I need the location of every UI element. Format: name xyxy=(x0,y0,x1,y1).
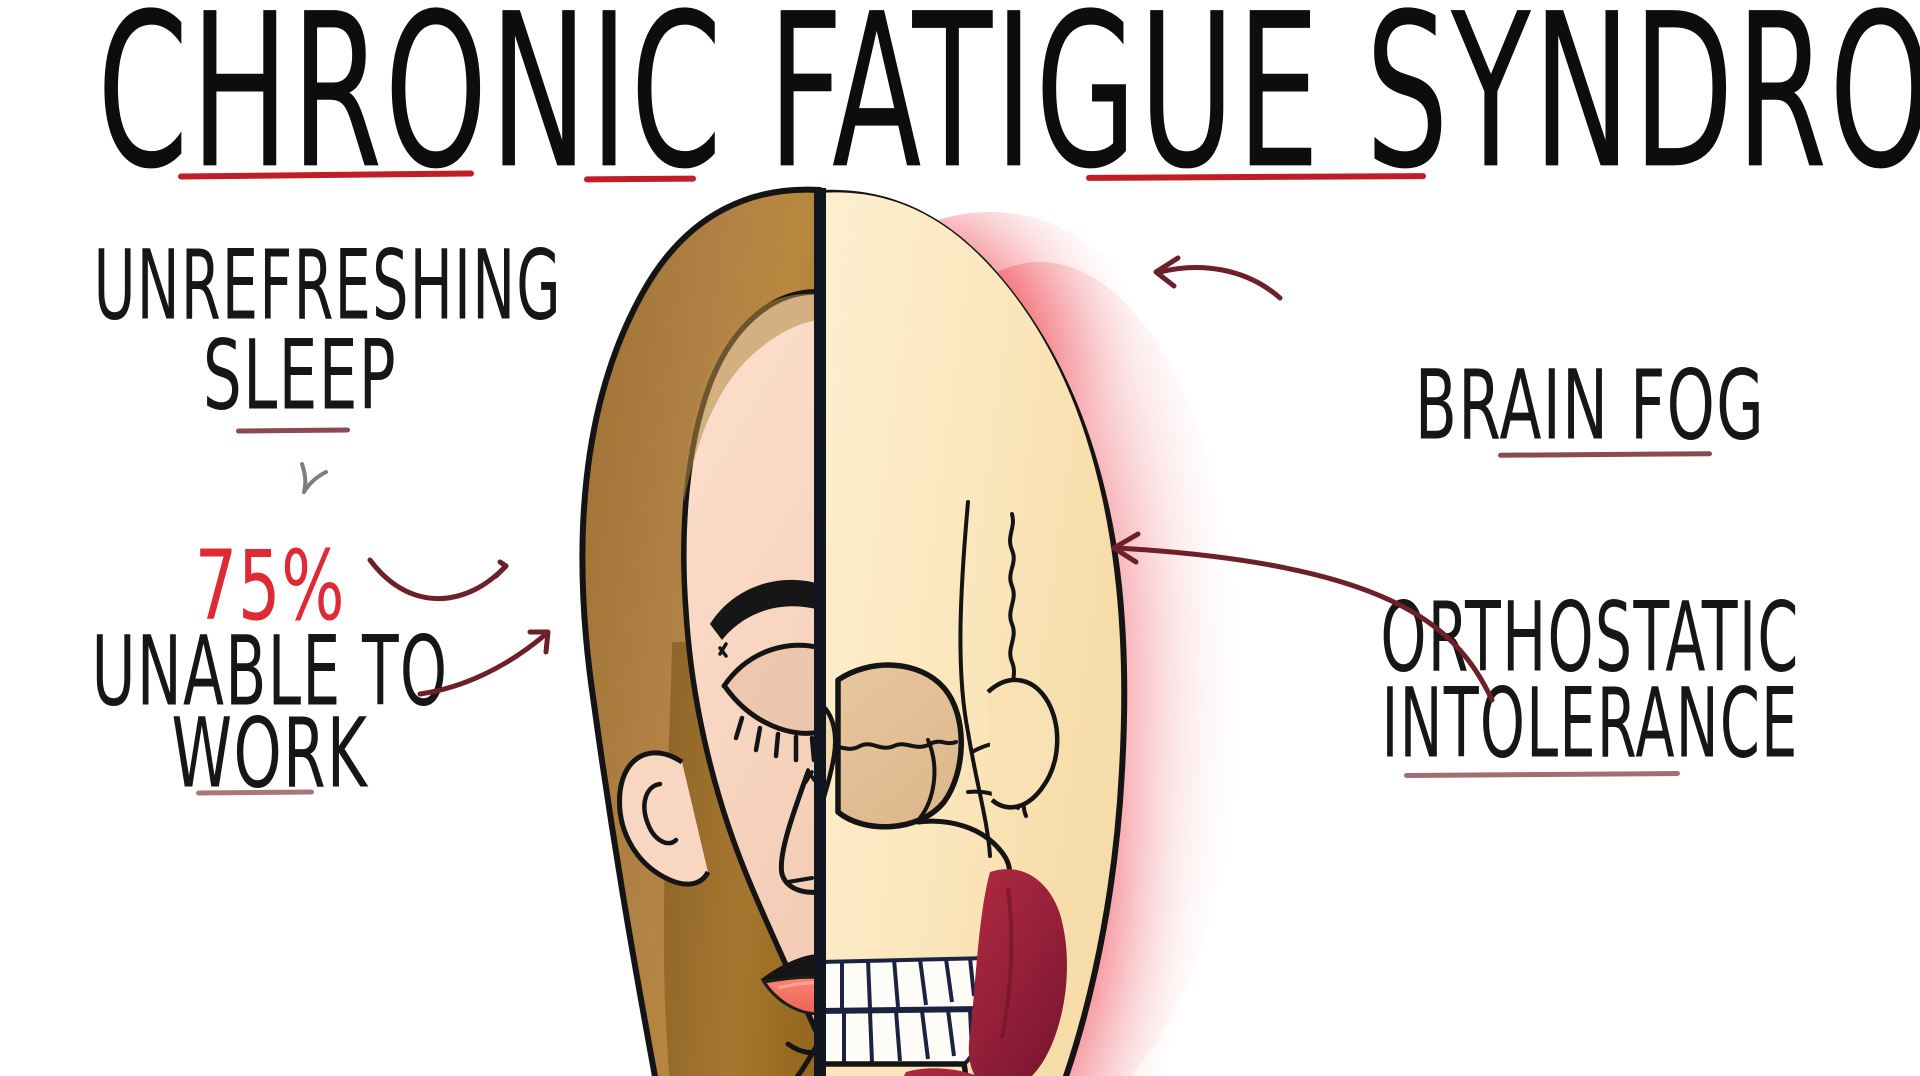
socket-inner-edge xyxy=(918,738,937,820)
eyebrow xyxy=(710,579,820,640)
unable-to-work-line1: UNABLE TO xyxy=(91,615,449,728)
hair-fringe xyxy=(684,293,820,502)
unrefreshing-sleep-line2: SLEEP xyxy=(202,320,398,432)
unable-to-work-stat: 75% xyxy=(194,530,346,643)
arrow-brainfog-head xyxy=(1153,255,1181,289)
arrow-orthostatic-shaft xyxy=(1115,545,1495,703)
upper-lip xyxy=(760,954,820,982)
arrow-sleep-to-face-head xyxy=(300,462,328,494)
label-brain-fog: BRAIN FOG xyxy=(1320,358,1860,454)
label-unable-to-work: 75% UNABLE TO WORK xyxy=(60,539,480,802)
arrow-brainfog-shaft xyxy=(1157,265,1283,301)
illustration-svg xyxy=(579,186,1240,1076)
eye-lower-line xyxy=(723,685,823,736)
temporal-bone xyxy=(986,677,1060,810)
socket-suture xyxy=(822,739,958,751)
split-face-skull-illustration xyxy=(520,172,1260,1076)
arrow-sleep-to-face-shaft xyxy=(367,557,509,602)
label-unrefreshing-sleep: UNREFRESHING SLEEP xyxy=(60,238,561,424)
arrow-work-to-face-head xyxy=(527,629,551,655)
closed-eye xyxy=(726,647,820,734)
arrow-orthostatic-head xyxy=(1111,531,1141,565)
ear xyxy=(617,750,711,887)
nose xyxy=(778,769,823,895)
arrow-work-to-face-shaft xyxy=(417,631,549,697)
face-half xyxy=(579,186,823,1076)
skull-half xyxy=(820,189,1128,1076)
unrefreshing-sleep-line1: UNREFRESHING xyxy=(93,230,562,342)
coronal-suture xyxy=(958,500,992,858)
unable-to-work-line2: WORK xyxy=(171,697,369,810)
nostril xyxy=(786,876,814,884)
masseter-fiber xyxy=(1000,887,1014,1039)
page-title: CHRONIC FATIGUE SYNDROME xyxy=(97,0,1920,217)
arrow-sleep-head-tip xyxy=(493,559,509,579)
eyelashes xyxy=(733,715,817,763)
brain-fog-line1: BRAIN FOG xyxy=(1414,350,1766,462)
vertical-divider xyxy=(814,188,826,1076)
ear-inner xyxy=(642,781,679,846)
eye-lid-line xyxy=(721,642,823,689)
masseter-muscle xyxy=(968,869,1067,1076)
orthostatic-line2: INTOLERANCE xyxy=(1381,668,1799,780)
